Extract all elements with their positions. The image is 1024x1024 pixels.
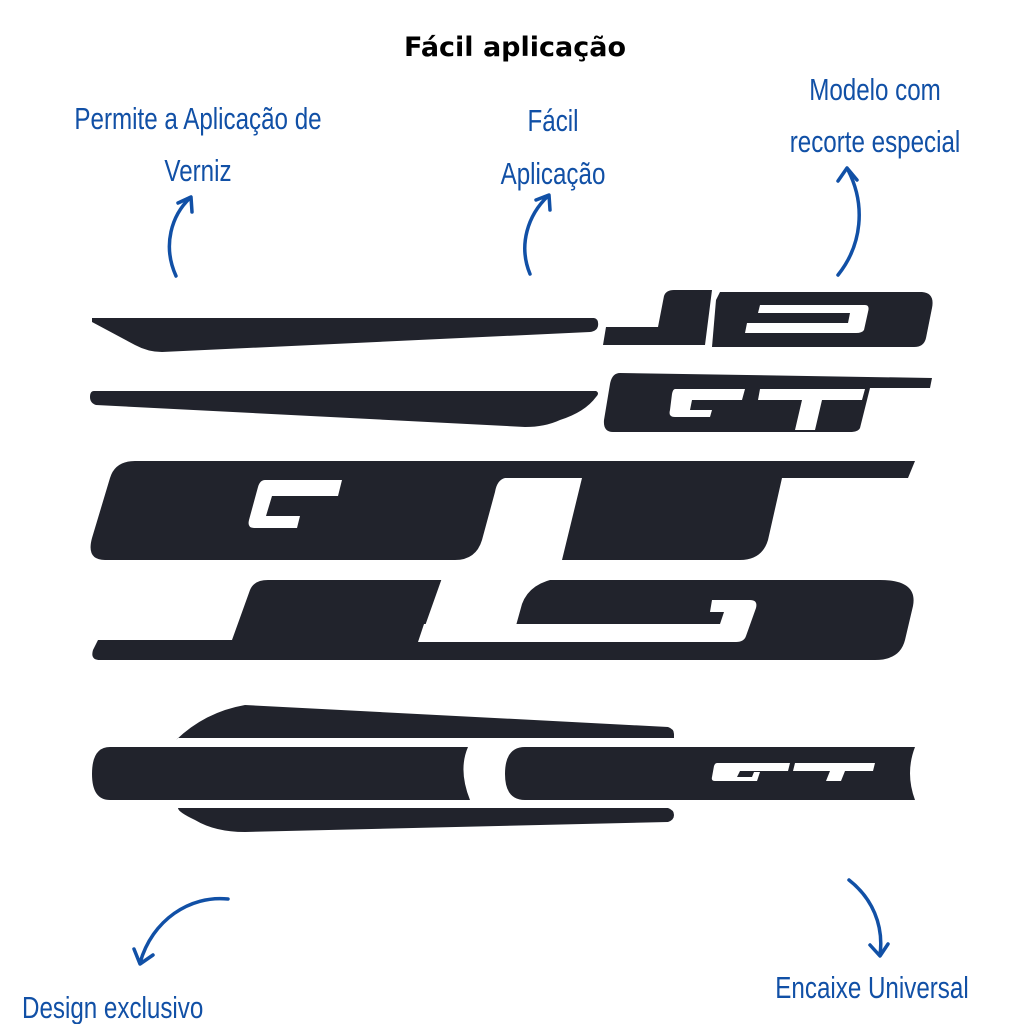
arrow-down-left-icon xyxy=(132,896,230,966)
decal-row-2 xyxy=(90,373,932,432)
annotation-cut-line2: recorte especial xyxy=(790,124,961,159)
decal-row-1 xyxy=(92,290,933,352)
annotation-easy-line1: Fácil xyxy=(527,103,578,138)
decal-gt-large xyxy=(90,461,915,560)
arrow-up-icon xyxy=(836,166,861,277)
annotation-varnish-line1: Permite a Aplicação de xyxy=(74,101,321,136)
arrow-up-icon xyxy=(167,195,194,278)
decal-19-large xyxy=(92,578,914,660)
annotation-easy-line2: Aplicação xyxy=(501,156,606,191)
annotation-fit: Encaixe Universal xyxy=(775,970,968,1005)
annotation-varnish-line2: Verniz xyxy=(164,153,231,188)
arrow-up-icon xyxy=(523,193,552,276)
page-title: Fácil aplicação xyxy=(404,32,626,63)
annotation-design: Design exclusivo xyxy=(22,990,203,1024)
arrow-down-icon xyxy=(847,878,890,958)
decal-tube-set xyxy=(92,705,915,832)
annotation-cut-line1: Modelo com xyxy=(809,72,941,107)
